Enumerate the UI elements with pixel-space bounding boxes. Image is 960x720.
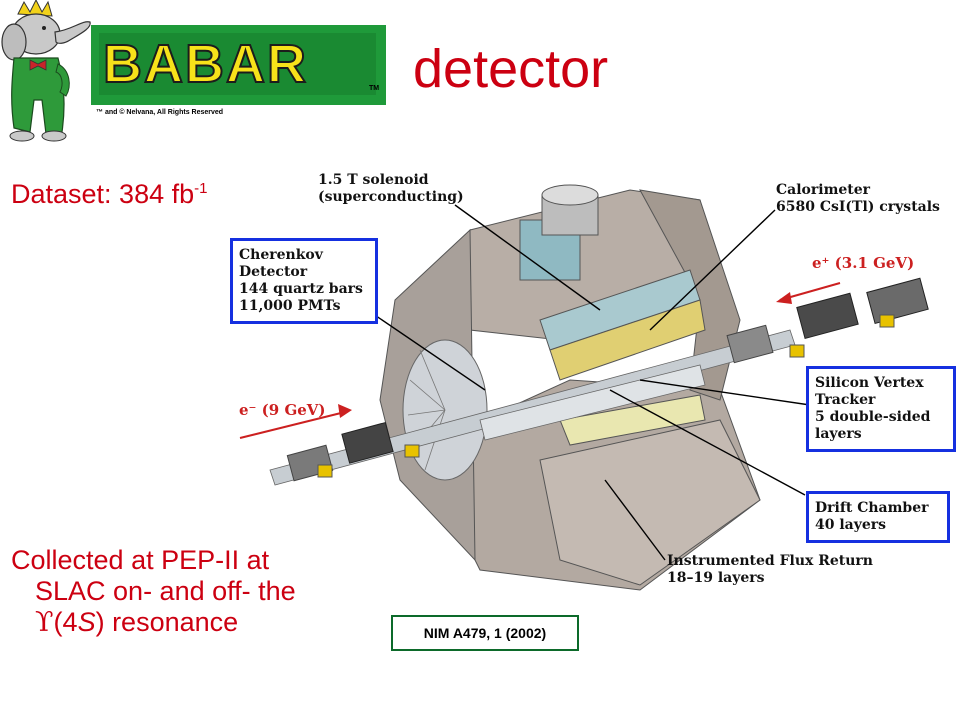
drift-chamber-label: Drift Chamber 40 layers <box>806 491 950 543</box>
drift-chamber <box>559 394 706 446</box>
cherenkov-line3: 144 quartz bars <box>239 281 363 297</box>
logo-panel <box>99 33 376 95</box>
flux-return-front <box>539 419 761 586</box>
magnet-right-1 <box>726 324 774 364</box>
dataset-label: Dataset: 384 fb <box>11 179 195 209</box>
drift-chamber-line1: Drift Chamber <box>815 500 929 516</box>
magnet-left-2 <box>341 421 394 464</box>
logo-trademark: TM <box>369 85 380 92</box>
flux-return-line2: 18–19 layers <box>667 570 765 586</box>
electron-beam-label: e⁻ (9 GeV) <box>239 401 326 419</box>
solenoid-label: 1.5 T solenoid (superconducting) <box>318 172 464 206</box>
flux-return-label: Instrumented Flux Return 18–19 layers <box>667 553 873 587</box>
resonance-close: ) resonance <box>95 607 239 637</box>
svt-line2: Tracker <box>815 392 876 408</box>
calorimeter-label: Calorimeter 6580 CsI(Tl) crystals <box>776 182 940 216</box>
collected-text: Collected at PEP-II at SLAC on- and off-… <box>11 545 371 638</box>
calorimeter <box>549 299 706 381</box>
babar-logo: BABAR TM <box>91 25 386 105</box>
positron-beam-label: e⁺ (3.1 GeV) <box>812 254 915 272</box>
page-title: detector <box>413 39 609 99</box>
svt-label: Silicon Vertex Tracker 5 double-sided la… <box>806 366 956 452</box>
babar-elephant-icon <box>1 0 91 142</box>
calorimeter-line1: Calorimeter <box>776 182 871 198</box>
collected-line3: ϒ(4S) resonance <box>11 607 371 638</box>
resonance-open: (4 <box>53 607 78 637</box>
svt-line4: layers <box>815 426 862 442</box>
calorimeter-line2: 6580 CsI(Tl) crystals <box>776 199 940 215</box>
solenoid-line1: 1.5 T solenoid <box>318 172 429 188</box>
dataset-text: Dataset: 384 fb-1 <box>11 179 207 210</box>
collected-line2: SLAC on- and off- the <box>35 576 296 606</box>
collected-line1: Collected at PEP-II at <box>11 545 270 575</box>
cherenkov-line4: 11,000 PMTs <box>239 298 341 314</box>
dataset-exponent: -1 <box>194 180 208 197</box>
svt-line3: 5 double-sided <box>815 409 931 425</box>
detector-diagram <box>239 184 929 591</box>
resonance-s: S <box>77 607 96 637</box>
magnet-right-3 <box>866 277 929 325</box>
cherenkov-line2: Detector <box>239 264 308 280</box>
citation-box: NIM A479, 1 (2002) <box>391 615 579 651</box>
svt-line1: Silicon Vertex <box>815 375 924 391</box>
cherenkov-line1: Cherenkov <box>239 247 323 263</box>
flux-return-line1: Instrumented Flux Return <box>667 553 873 569</box>
drift-chamber-line2: 40 layers <box>815 517 887 533</box>
logo-credit: ™ and © Nelvana, All Rights Reserved <box>96 109 224 116</box>
solenoid-line2: (superconducting) <box>318 189 464 205</box>
magnet-right-2 <box>796 292 859 340</box>
logo-text: BABAR <box>102 33 308 95</box>
cherenkov-label: Cherenkov Detector 144 quartz bars 11,00… <box>230 238 378 324</box>
upsilon-symbol: ϒ <box>35 607 54 638</box>
